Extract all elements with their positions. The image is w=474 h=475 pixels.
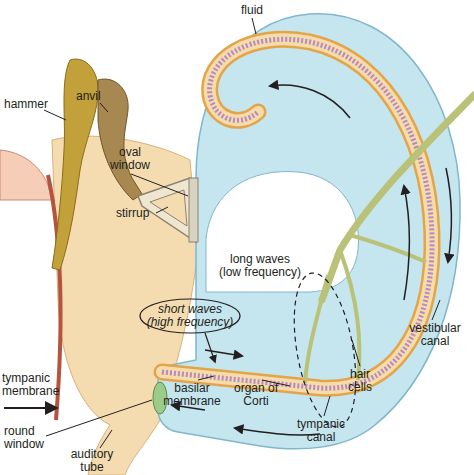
part-label: stirrup: [116, 207, 166, 220]
flow-arrow: [404, 186, 409, 300]
leader-lines: [44, 18, 440, 448]
leader-line: [156, 207, 168, 213]
part-label: hair cells: [338, 368, 382, 394]
leader-line: [131, 174, 188, 196]
leader-line: [44, 110, 66, 120]
part-label: basilar membrane: [160, 382, 224, 408]
leader-line: [46, 400, 152, 436]
part-label: vestibular canal: [404, 322, 466, 348]
leader-line: [252, 18, 256, 34]
part-label: short waves (high frequency): [145, 303, 235, 329]
oval-window: [189, 178, 198, 242]
leader-line: [324, 396, 330, 416]
part-label: tympanic membrane: [2, 372, 72, 398]
nerve-branch: [350, 235, 426, 262]
basilar-band: [162, 39, 432, 388]
sound-arrow: [4, 407, 56, 409]
part-label: tympanic canal: [292, 418, 350, 444]
stirrup-opening: [150, 190, 187, 226]
nerve-branch: [305, 275, 328, 383]
leader-line: [100, 103, 108, 112]
hair-cell-row: [162, 39, 432, 388]
nerve-branch: [340, 250, 359, 380]
part-label: fluid: [232, 4, 272, 17]
part-label: anvil: [76, 90, 116, 103]
cochlea-hollow: [206, 172, 359, 292]
callout-ellipse: [140, 299, 240, 333]
leader-line: [100, 430, 112, 448]
part-label: auditory tube: [62, 448, 122, 474]
leader-line: [432, 300, 440, 320]
cochlea-fluid: [158, 14, 460, 449]
flow-arrow: [446, 168, 452, 262]
part-label: round window: [4, 425, 54, 451]
part-label: oval window: [104, 146, 156, 172]
anvil-bone: [98, 79, 142, 200]
flow-arrow: [205, 350, 242, 356]
callout-arrow: [205, 333, 215, 362]
basilar-band-edge: [162, 39, 432, 388]
leader-line: [198, 376, 214, 380]
organ-region-outline: [284, 268, 366, 431]
part-label: organ of Corti: [230, 382, 282, 408]
part-label: hammer: [4, 98, 54, 111]
ear-canal-skin: [0, 150, 52, 200]
part-label: long waves (low frequency): [218, 253, 302, 279]
flow-arrow: [270, 85, 350, 118]
leader-line: [352, 340, 360, 366]
